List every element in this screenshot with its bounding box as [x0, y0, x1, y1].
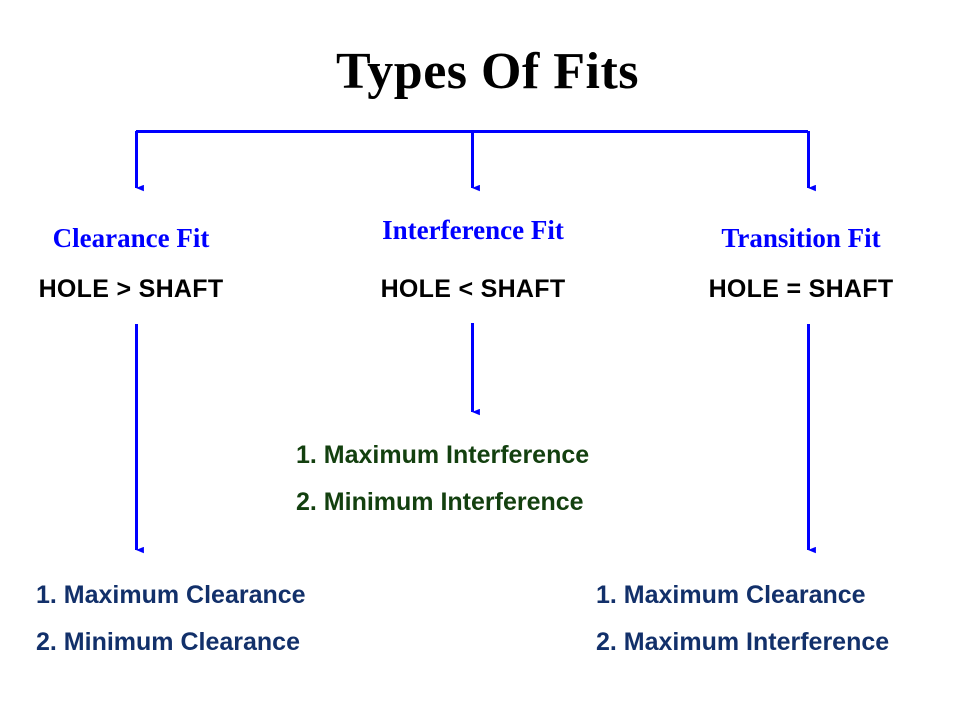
outcome-list-clearance: 1. Maximum Clearance 2. Minimum Clearanc…	[36, 572, 306, 666]
branch-relation-interference-fit: HOLE < SHAFT	[380, 275, 566, 303]
list-item: 2. Maximum Interference	[596, 628, 890, 656]
outcome-list-transition: 1. Maximum Clearance 2. Maximum Interfer…	[596, 572, 889, 666]
list-item: 2. Minimum Interference	[296, 488, 584, 516]
list-item: 1. Maximum Clearance	[36, 581, 306, 609]
list-item: 1. Maximum Clearance	[596, 581, 866, 609]
branch-heading-interference-fit: Interference Fit	[382, 215, 564, 245]
page-title: Types Of Fits	[335, 43, 640, 100]
branch-heading-transition-fit: Transition Fit	[721, 223, 881, 253]
list-item: 2. Minimum Clearance	[36, 628, 300, 656]
list-item: 1. Maximum Interference	[296, 441, 590, 469]
branch-relation-clearance-fit: HOLE > SHAFT	[38, 275, 224, 303]
branch-relation-transition-fit: HOLE = SHAFT	[708, 275, 894, 303]
branch-heading-clearance-fit: Clearance Fit	[52, 223, 210, 253]
outcome-list-interference: 1. Maximum Interference 2. Minimum Inter…	[296, 432, 589, 526]
